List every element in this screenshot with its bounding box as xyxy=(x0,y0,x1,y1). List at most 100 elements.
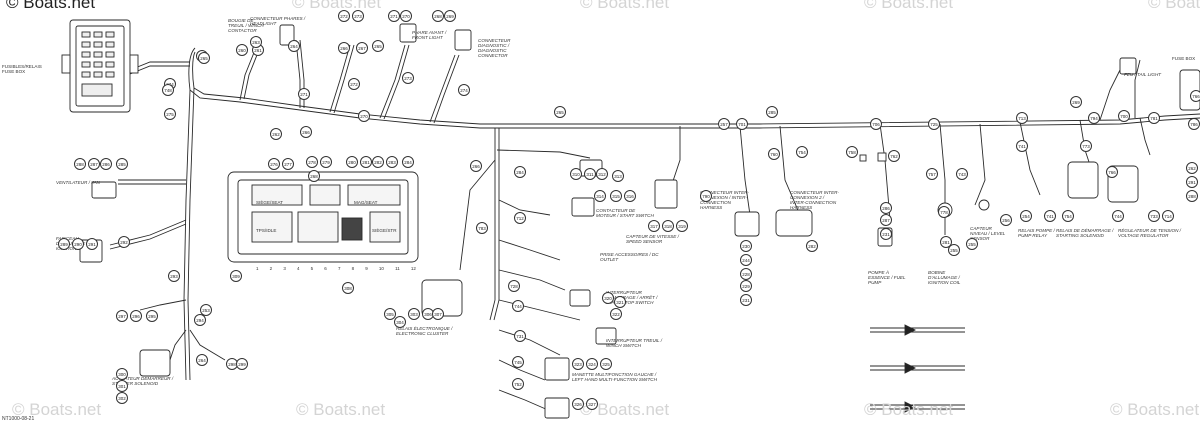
callout-bubble: 314 xyxy=(594,190,606,202)
callout-bubble: 297 xyxy=(116,310,128,322)
reference-number: 264 xyxy=(196,354,208,366)
reference-number: 700 xyxy=(1118,110,1130,122)
ecu-pin: 5 xyxy=(310,266,314,271)
reference-number: 745 xyxy=(512,356,524,368)
reference-number: 760 xyxy=(768,148,780,160)
callout-bubble: 277 xyxy=(282,158,294,170)
reference-number: 783 xyxy=(476,222,488,234)
reference-number: 743 xyxy=(956,168,968,180)
callout-bubble: 294 xyxy=(194,314,206,326)
reference-number: 287 xyxy=(880,214,892,226)
callout-bubble: 285 xyxy=(116,158,128,170)
reference-number: 254 xyxy=(1020,210,1032,222)
reference-number: 731 xyxy=(514,330,526,342)
reference-number: 244 xyxy=(740,254,752,266)
callout-bubble: 289 xyxy=(58,238,70,250)
reference-number: 270 xyxy=(358,110,370,122)
reference-number: 286 xyxy=(880,202,892,214)
callout-bubble: 300 xyxy=(116,368,128,380)
callout-bubble: 288 xyxy=(74,158,86,170)
callout-bubble: 270 xyxy=(400,10,412,22)
callout-bubble: 291 xyxy=(86,238,98,250)
label-inter-connection-1: CONNECTEUR INTER-CONNEXION / INTER-CONNE… xyxy=(700,190,749,210)
reference-number: 266 xyxy=(470,160,482,172)
reference-number: 256 xyxy=(1000,214,1012,226)
callout-bubble: 295 xyxy=(146,310,158,322)
reference-number: 255 xyxy=(948,244,960,256)
callout-bubble: 305 xyxy=(384,308,396,320)
reference-number: 762 xyxy=(888,150,900,162)
reference-number: 766 xyxy=(1106,166,1118,178)
callout-bubble: 284 xyxy=(402,156,414,168)
callout-bubble: 324 xyxy=(586,358,598,370)
ecu-pin: 11 xyxy=(395,266,400,271)
reference-number: 758 xyxy=(846,146,858,158)
reference-number: 794 xyxy=(1088,112,1100,124)
watermark-top-3: © Boats.net xyxy=(864,0,954,12)
callout-bubble: 322 xyxy=(610,308,622,320)
callout-bubble: 287 xyxy=(88,158,100,170)
callout-bubble: 293 xyxy=(168,270,180,282)
label-tail-light: FEU / TAIL LIGHT xyxy=(1124,72,1162,77)
reference-number: 752 xyxy=(512,378,524,390)
reference-number: 231 xyxy=(880,228,892,240)
reference-number: 274 xyxy=(458,84,470,96)
reference-number: 285 xyxy=(766,106,778,118)
reference-number: 766 xyxy=(1190,90,1200,102)
callout-bubble: 286 xyxy=(100,158,112,170)
reference-number: 744 xyxy=(512,300,524,312)
reference-number: 230 xyxy=(740,240,752,252)
callout-bubble: 281 xyxy=(360,156,372,168)
reference-number: 744 xyxy=(1112,210,1124,222)
callout-bubble: 268 xyxy=(432,10,444,22)
callout-bubble: 279 xyxy=(320,156,332,168)
callout-bubble: 272 xyxy=(338,10,350,22)
ecu-pin-row: 1 2 3 4 5 6 7 8 9 10 11 12 xyxy=(256,266,416,271)
callout-bubble: 327 xyxy=(586,398,598,410)
ecu-label-2: MAG/SEAT xyxy=(354,200,378,205)
label-headlight: CONNECTEUR PHARES / HEADLIGHT xyxy=(250,16,306,26)
footer-code: NT1000-08-21 xyxy=(2,416,35,422)
reference-number: 265 xyxy=(554,106,566,118)
ecu-pin: 4 xyxy=(296,266,300,271)
ecu-pin: 6 xyxy=(324,266,327,271)
label-voltage-regulator: RÉGULATEUR DE TENSION / VOLTAGE REGULATO… xyxy=(1118,228,1181,238)
callout-bubble: 321 xyxy=(614,296,626,308)
callout-bubble: 264 xyxy=(288,40,300,52)
callout-bubble: 265 xyxy=(372,40,384,52)
callout-bubble: 312 xyxy=(596,168,608,180)
reference-number: 257 xyxy=(718,118,730,130)
reference-number: 713 xyxy=(1016,112,1028,124)
callout-bubble: 282 xyxy=(372,156,384,168)
ecu-label-1: SIÈGE/SEAT xyxy=(256,200,283,205)
callout-bubble: 319 xyxy=(676,220,688,232)
reference-number: 728 xyxy=(508,280,520,292)
reference-number: 786 xyxy=(1188,118,1200,130)
watermark-bottom-4: © Boats.net xyxy=(864,400,954,419)
callout-bubble: 276 xyxy=(268,158,280,170)
reference-number: 262 xyxy=(1186,162,1198,174)
callout-bubble: 320 xyxy=(602,292,614,304)
reference-number: 741 xyxy=(1044,210,1056,222)
reference-number: 265 xyxy=(198,52,210,64)
callout-bubble: 307 xyxy=(432,308,444,320)
reference-number: 273 xyxy=(402,72,414,84)
callout-bubble: 317 xyxy=(648,220,660,232)
reference-number: 754 xyxy=(1062,210,1074,222)
watermark-top-1: © Boats.net xyxy=(292,0,382,12)
callout-bubble: 323 xyxy=(572,358,584,370)
callout-bubble: 304 xyxy=(394,316,406,328)
label-starting-solenoid: RELAIS DE DÉMARRAGE / STARTING SOLENOID xyxy=(1056,228,1114,238)
ecu-label-4: SIÈGE/STR xyxy=(372,228,397,233)
callout-bubble: 263 xyxy=(250,36,262,48)
callout-bubble: 283 xyxy=(386,156,398,168)
reference-number: 228 xyxy=(740,268,752,280)
label-pump-relay: RELAIS POMPE / PUMP RELAY xyxy=(1018,228,1055,238)
callout-bubble: 278 xyxy=(306,156,318,168)
callout-bubble: 275 xyxy=(164,108,176,120)
reference-number: 288 xyxy=(1186,190,1198,202)
callout-bubble: 280 xyxy=(346,156,358,168)
label-dc-outlet: PRISE ACCESSOIRES / DC OUTLET xyxy=(600,252,659,262)
label-left-multifunction: MANETTE MULTIFONCTION GAUCHE / LEFT HAND… xyxy=(572,372,657,382)
